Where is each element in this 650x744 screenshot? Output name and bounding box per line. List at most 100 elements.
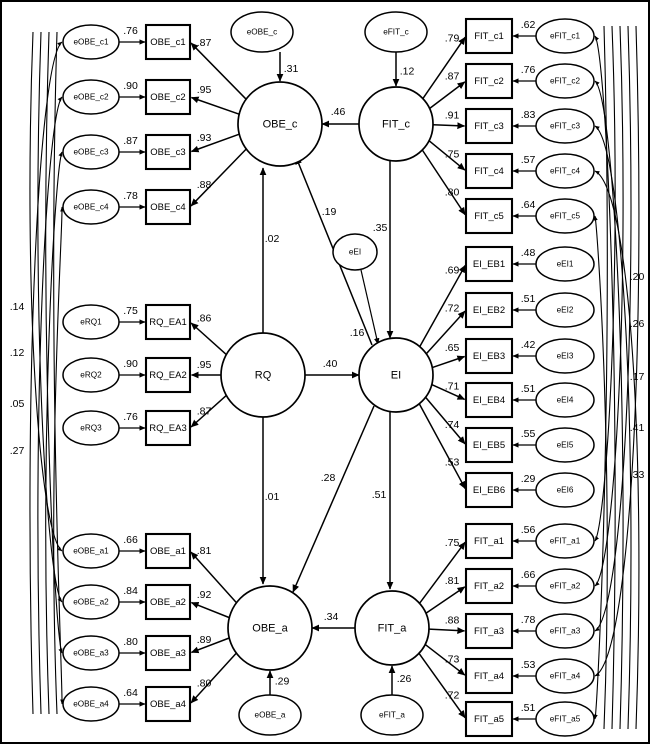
path-arrow [190, 322, 227, 356]
disturbance-label: eOBE_c [247, 28, 278, 37]
factor-loading-label: .92 [197, 589, 212, 601]
error-term-ellipse [535, 198, 595, 234]
error-loading-label: .90 [123, 358, 138, 370]
latent-variable-label: OBE_a [252, 622, 288, 634]
error-term-label: eEI1 [557, 260, 574, 269]
covariance-label-right: .17 [630, 371, 645, 383]
factor-loading-label: .93 [197, 132, 212, 144]
observed-variable-label: FIT_c4 [474, 166, 504, 177]
latent-variable-circle [358, 337, 434, 413]
disturbance-coefficient: .26 [397, 673, 412, 685]
covariance-curve [45, 151, 63, 715]
path-arrow [428, 140, 466, 171]
disturbance-ellipse [364, 11, 428, 53]
path-arrow [418, 652, 466, 719]
error-term-label: eFIT_c2 [550, 77, 580, 86]
error-term-ellipse [535, 382, 595, 418]
error-term-ellipse [535, 701, 595, 737]
error-term-ellipse [535, 568, 595, 604]
observed-variable-label: FIT_a2 [474, 581, 504, 592]
latent-variable-circle [237, 81, 323, 167]
error-loading-label: .66 [123, 534, 138, 546]
observed-variable-label: RQ_EA3 [149, 423, 187, 434]
factor-loading-label: .86 [197, 312, 212, 324]
error-term-ellipse [62, 304, 120, 340]
error-term-ellipse [535, 108, 595, 144]
error-loading-label: .87 [123, 135, 138, 147]
observed-variable-box [464, 522, 514, 560]
structural-coefficient: .46 [331, 106, 346, 118]
covariance-curve [593, 215, 608, 730]
observed-variable-label: EI_EB2 [473, 305, 505, 316]
covariance-label-left: .27 [10, 445, 25, 457]
latent-variable-circle [220, 332, 306, 418]
error-loading-label: .66 [521, 569, 536, 581]
error-loading-label: .78 [521, 614, 536, 626]
observed-variable-box [464, 337, 514, 375]
factor-loading-label: .65 [445, 342, 460, 354]
path-arrow [190, 148, 247, 207]
observed-variable-box [464, 657, 514, 695]
factor-loading-label: .80 [197, 678, 212, 690]
error-term-ellipse [535, 472, 595, 508]
observed-variable-box [144, 532, 192, 570]
error-term-ellipse [62, 635, 120, 671]
path-arrow [360, 269, 380, 345]
error-loading-label: .64 [521, 199, 536, 211]
path-arrow [419, 264, 466, 348]
disturbance-ellipse [238, 694, 302, 736]
error-loading-label: .42 [521, 339, 536, 351]
disturbance-label: eFIT_c [383, 28, 408, 37]
error-term-ellipse [62, 533, 120, 569]
error-term-ellipse [62, 24, 120, 60]
factor-loading-label: .87 [445, 70, 460, 82]
observed-variable-label: EI_EB5 [473, 440, 505, 451]
observed-variable-box [144, 634, 192, 672]
path-arrow [429, 81, 466, 110]
error-term-ellipse [62, 134, 120, 170]
error-loading-label: .55 [521, 428, 536, 440]
disturbance-label: eFIT_a [379, 711, 405, 720]
factor-loading-label: .89 [197, 634, 212, 646]
edge-layer [119, 33, 536, 722]
covariance-curve [594, 35, 616, 730]
error-term-label: eOBE_c1 [73, 38, 108, 47]
error-term-label: eFIT_a4 [550, 672, 581, 681]
error-term-ellipse [535, 427, 595, 463]
observed-variable-box [464, 567, 514, 605]
path-arrow [190, 42, 247, 100]
factor-loading-label: .69 [445, 264, 460, 276]
factor-loading-label: .87 [197, 37, 212, 49]
error-term-label: eFIT_c1 [550, 32, 580, 41]
observed-variable-box [144, 78, 192, 116]
covariance-curve [594, 25, 632, 632]
path-arrow [190, 637, 230, 654]
observed-variable-box [464, 612, 514, 650]
error-term-label: eEI6 [557, 486, 574, 495]
covariance-curve [593, 25, 608, 720]
covariance-label-right: .26 [630, 318, 645, 330]
covariance-curve [53, 31, 65, 705]
factor-loading-label: .81 [445, 575, 460, 587]
error-term-label: eFIT_c4 [550, 167, 580, 176]
disturbance-coefficient: .31 [284, 63, 299, 75]
observed-variable-label: OBE_c1 [150, 37, 185, 48]
error-term-ellipse [62, 189, 120, 225]
factor-loading-label: .74 [445, 419, 460, 431]
factor-loading-label: .81 [197, 545, 212, 557]
error-term-ellipse [62, 686, 120, 722]
error-loading-label: .51 [521, 383, 536, 395]
error-term-ellipse [62, 410, 120, 446]
covariance-curve [594, 170, 640, 730]
observed-variable-box [464, 17, 514, 55]
error-term-label: eOBE_a2 [73, 598, 109, 607]
latent-variable-label: OBE_c [263, 118, 298, 130]
path-arrow [421, 149, 466, 216]
covariance-curve [594, 25, 640, 677]
observed-variable-box [464, 426, 514, 464]
error-loading-label: .78 [123, 190, 138, 202]
error-term-label: eOBE_c4 [73, 203, 108, 212]
path-arrow [425, 310, 466, 355]
